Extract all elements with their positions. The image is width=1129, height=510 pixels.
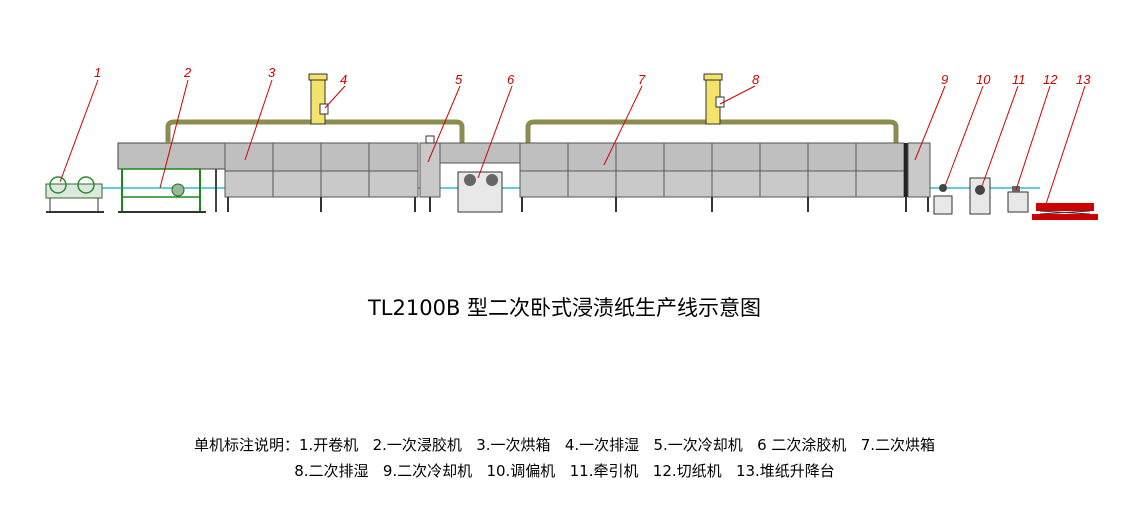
first-oven: [224, 142, 419, 212]
second-exhaust-duct: [525, 119, 899, 143]
stacking-lift: [1032, 203, 1098, 220]
callout-6: 6: [507, 72, 515, 87]
production-line-diagram: 1 2 3 4 5 6 7 8 9 10 11 12 13: [45, 65, 1098, 220]
legend-item-4: 4.一次排湿: [564, 436, 640, 454]
puller: [969, 177, 991, 215]
legend-item-6: 6 二次涂胶机: [757, 436, 847, 454]
callout-1: 1: [94, 65, 101, 80]
callout-10: 10: [976, 72, 991, 87]
second-exhaust-stack: [703, 73, 725, 125]
callout-12: 12: [1043, 72, 1058, 87]
legend-item-8: 8.二次排湿: [294, 462, 369, 480]
unwinder-machine: [45, 176, 104, 213]
legend-item-2: 2.一次浸胶机: [372, 436, 462, 454]
callout-4: 4: [340, 72, 347, 87]
legend-item-1: 1.开卷机: [298, 436, 359, 454]
second-coater: [439, 142, 521, 213]
first-cooler: [419, 135, 441, 212]
callout-11: 11: [1012, 72, 1026, 87]
callout-leaders: [59, 79, 1086, 205]
callout-5: 5: [455, 72, 463, 87]
callout-13: 13: [1076, 72, 1091, 87]
legend-item-7: 7.二次烘箱: [860, 436, 936, 454]
sheet-cutter: [1007, 186, 1029, 213]
callout-8: 8: [752, 72, 760, 87]
first-exhaust-duct: [165, 119, 465, 143]
diagram-title: TL2100B 型二次卧式浸渍纸生产线示意图: [367, 296, 762, 320]
legend-item-10: 10.调偏机: [486, 462, 556, 480]
legend-item-3: 3.一次烘箱: [476, 436, 551, 454]
legend-item-9: 9.二次冷却机: [382, 462, 473, 480]
legend-prefix: 单机标注说明：: [193, 436, 299, 454]
first-exhaust-stack: [308, 73, 329, 125]
legend-item-12: 12.切纸机: [652, 462, 722, 480]
legend-line-1: 单机标注说明：1.开卷机 2.一次浸胶机 3.一次烘箱 4.一次排湿 5.一次冷…: [0, 434, 1129, 455]
callout-labels: 1 2 3 4 5 6 7 8 9 10 11 12 13: [94, 65, 1091, 87]
first-impregnator: [117, 142, 227, 213]
second-cooler: [904, 142, 931, 212]
legend-item-5: 5.一次冷却机: [653, 436, 743, 454]
callout-2: 2: [183, 65, 192, 80]
legend-item-11: 11.牵引机: [569, 462, 639, 480]
second-oven: [519, 142, 905, 212]
callout-7: 7: [638, 72, 646, 87]
legend-line-2: 8.二次排湿 9.二次冷却机 10.调偏机 11.牵引机 12.切纸机 13.堆…: [0, 460, 1129, 481]
callout-3: 3: [268, 65, 276, 80]
legend-item-13: 13.堆纸升降台: [735, 462, 835, 480]
callout-9: 9: [941, 72, 948, 87]
